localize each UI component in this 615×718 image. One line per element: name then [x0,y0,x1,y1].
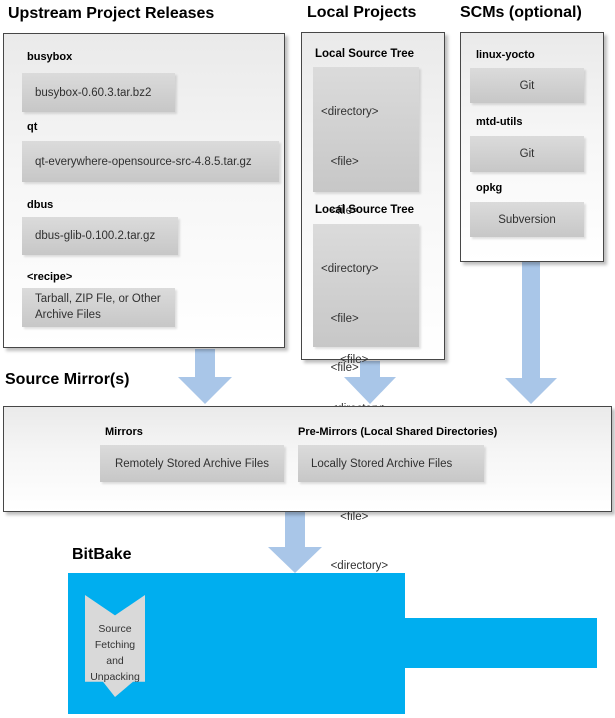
local-source-tree: <directory> <file> <file> <directory> <f… [313,67,419,415]
scm-entry-value: Git [470,136,584,172]
tree-line: <file> [321,205,359,217]
arrow-scms-to-mirrors-icon [505,261,557,404]
upstream-entry-label: <recipe> [27,271,73,283]
scm-entry-label: mtd-utils [476,116,523,128]
arrow-upstream-to-mirrors-icon [178,349,232,404]
upstream-entry-value: qt-everywhere-opensource-src-4.8.5.tar.g… [22,141,279,182]
upstream-title: Upstream Project Releases [8,5,215,22]
tree-line: <directory> [321,263,379,275]
premirrors-value: Locally Stored Archive Files [298,445,484,482]
process-line: Fetching and [94,639,136,667]
tree-line: <file> [321,362,359,374]
upstream-entry-label: qt [27,121,38,133]
bitbake-title: BitBake [72,546,132,563]
tree-line: <file> [321,155,359,168]
bitbake-output-arm [405,618,597,668]
tree-line: <directory> [321,106,379,118]
premirrors-label: Pre-Mirrors (Local Shared Directories) [298,426,498,438]
tree-line: <file> [321,510,369,523]
local-source-tree: <directory> <file> <file> <directory> <f… [313,224,419,572]
upstream-entry-label: dbus [27,199,54,211]
tree-line: <directory> [321,560,389,572]
upstream-entry-value: Tarball, ZIP Fle, or Other Archive Files [22,288,175,327]
arrow-local-to-mirrors-icon [344,361,396,404]
scms-title: SCMs (optional) [460,4,582,21]
local-projects-title: Local Projects [307,4,417,21]
source-mirrors-title: Source Mirror(s) [5,371,130,388]
scms-box: linux-yocto Git mtd-utils Git opkg Subve… [460,32,604,262]
upstream-entry-value: busybox-0.60.3.tar.bz2 [22,73,175,112]
upstream-entry-value: dbus-glib-0.100.2.tar.gz [22,217,178,255]
mirrors-value: Remotely Stored Archive Files [100,445,284,482]
scm-entry-value: Subversion [470,202,584,237]
arrow-mirrors-to-bitbake-icon [268,511,322,573]
mirrors-label: Mirrors [105,426,143,438]
process-line: Unpacking [90,671,140,683]
process-line: Source [98,623,132,635]
local-source-tree-label: Local Source Tree [315,204,415,216]
source-mirrors-box: Mirrors Remotely Stored Archive Files Pr… [3,406,612,512]
scm-entry-label: opkg [476,182,503,194]
local-projects-box: Local Source Tree <directory> <file> <fi… [301,32,445,572]
upstream-box: busybox busybox-0.60.3.tar.bz2 qt qt-eve… [3,33,285,348]
tree-line: <file> [321,353,369,366]
tree-line: <file> [321,312,359,325]
scm-entry-label: linux-yocto [476,49,535,61]
local-source-tree-label: Local Source Tree [315,48,415,60]
upstream-entry-label: busybox [27,51,73,63]
scm-entry-value: Git [470,68,584,103]
